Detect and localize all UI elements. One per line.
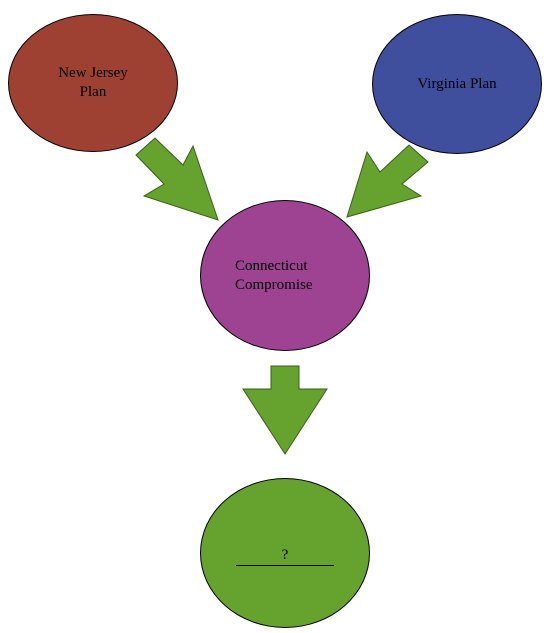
- node-label-connecticut-compromise: Connecticut Compromise: [235, 257, 313, 293]
- arrow-virginia-to-compromise: [346, 144, 429, 218]
- arrow-compromise-to-outcome: [242, 365, 328, 455]
- node-label-virginia-plan: Virginia Plan: [417, 75, 497, 92]
- node-connecticut-compromise: Connecticut Compromise: [200, 200, 370, 351]
- node-label-new-jersey-plan: New Jersey Plan: [58, 65, 128, 100]
- node-label-unknown-outcome: ?: [236, 546, 334, 566]
- node-new-jersey-plan: New Jersey Plan: [8, 14, 178, 152]
- node-unknown-outcome: ?: [200, 478, 370, 628]
- arrow-new-jersey-to-compromise: [135, 137, 219, 221]
- node-virginia-plan: Virginia Plan: [372, 14, 542, 154]
